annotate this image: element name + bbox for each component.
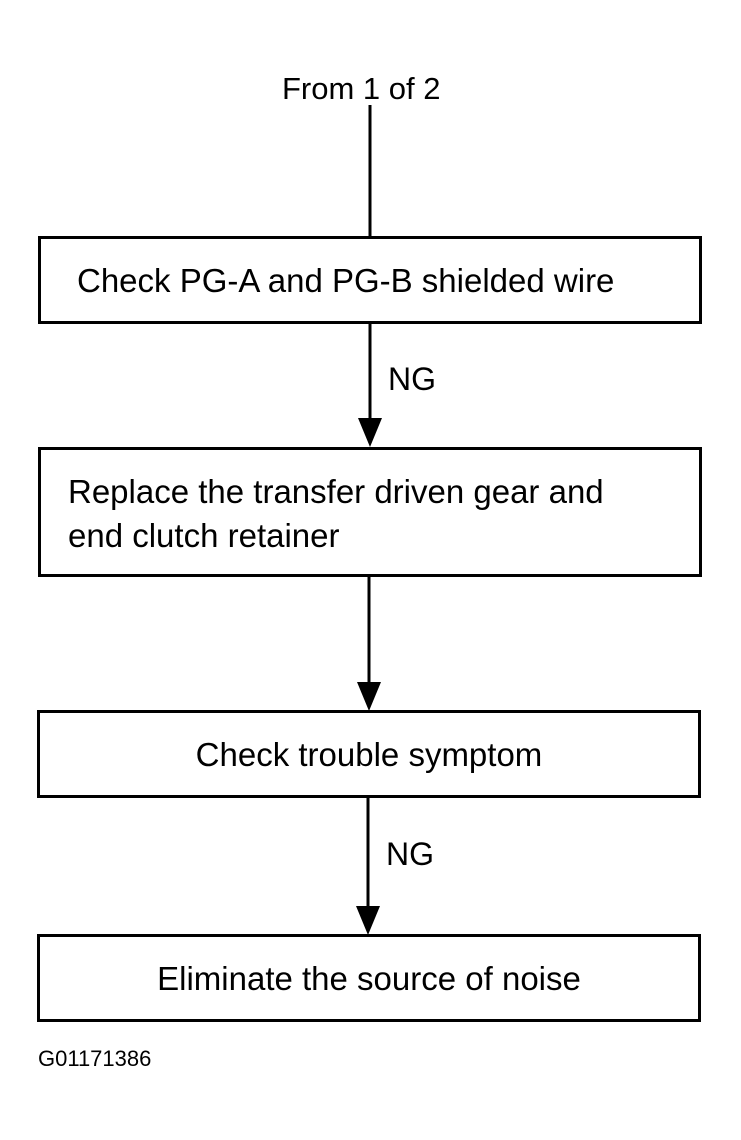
figure-id: G01171386: [38, 1046, 152, 1071]
step-text: Eliminate the source of noise: [157, 960, 581, 997]
step-text-line-2: end clutch retainer: [68, 517, 340, 554]
step-box-check-shielded-wire: Check PG-A and PG-B shielded wire: [38, 236, 702, 324]
connector-label-ng: NG: [388, 361, 436, 397]
start-label: From 1 of 2: [282, 71, 441, 106]
arrowhead-3: [356, 906, 380, 935]
step-text-line-1: Replace the transfer driven gear and: [68, 473, 604, 510]
arrowhead-1: [358, 418, 382, 447]
step-box-check-trouble-symptom: Check trouble symptom: [37, 710, 701, 798]
step-text: Check PG-A and PG-B shielded wire: [77, 262, 615, 299]
arrowhead-2: [357, 682, 381, 711]
connector-label-ng: NG: [386, 836, 434, 872]
step-box-eliminate-noise: Eliminate the source of noise: [37, 934, 701, 1022]
step-box-replace-gear: Replace the transfer driven gear and end…: [38, 447, 702, 577]
step-text: Check trouble symptom: [195, 736, 543, 773]
